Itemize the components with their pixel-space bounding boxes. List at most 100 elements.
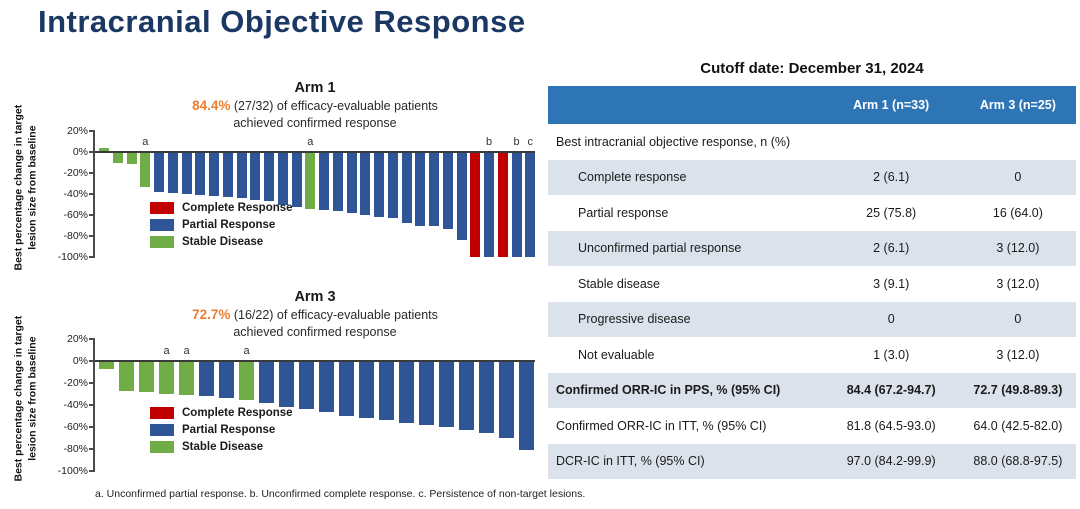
waterfall-bar-partial	[419, 361, 434, 425]
arm3-value: 3 (12.0)	[996, 241, 1040, 256]
row-label: Confirmed ORR-IC in ITT, % (95% CI)	[556, 418, 767, 433]
waterfall-bar-stable	[159, 361, 174, 394]
legend-swatch-partial	[150, 424, 174, 436]
waterfall-bar-complete	[497, 152, 508, 257]
legend-label: Stable Disease	[182, 236, 264, 248]
legend-swatch-stable	[150, 441, 174, 453]
y-tick-mark	[89, 172, 95, 174]
response-rate-highlight: 72.7%	[192, 307, 231, 322]
waterfall-bar-stable	[99, 147, 109, 152]
legend-label: Stable Disease	[182, 441, 264, 453]
chart-footnote: a. Unconfirmed partial response. b. Unco…	[95, 488, 586, 500]
waterfall-bar-stable	[239, 361, 254, 400]
waterfall-bar-partial	[439, 361, 454, 427]
y-tick-mark	[89, 214, 95, 216]
y-axis-label: Best percentage change in target lesion …	[12, 104, 38, 271]
bar-note-a: a	[163, 345, 170, 357]
table-row: DCR-IC in ITT, % (95% CI)97.0 (84.2-99.9…	[548, 443, 1076, 479]
chart-subtitle-line1: 84.4% (27/32) of efficacy-evaluable pati…	[192, 98, 438, 113]
row-label: Not evaluable	[578, 347, 655, 362]
y-tick-mark	[89, 256, 95, 258]
arm3-value: 3 (12.0)	[996, 347, 1040, 362]
waterfall-bar-partial	[250, 152, 261, 201]
legend-swatch-stable	[150, 236, 174, 248]
table-row: Confirmed ORR-IC in ITT, % (95% CI) 81.8 …	[548, 408, 1076, 444]
bar-note-b: b	[485, 136, 493, 148]
legend-item: Complete Response	[150, 407, 293, 419]
y-tick-label: 20%	[66, 333, 88, 345]
waterfall-bar-partial	[222, 152, 233, 198]
waterfall-bar-partial	[459, 361, 474, 431]
row-label: Partial response	[578, 205, 669, 220]
y-tick-label: -20%	[63, 377, 88, 389]
y-tick-label: -20%	[63, 167, 88, 179]
waterfall-bar-partial	[259, 361, 274, 403]
chart-title: Arm 3	[294, 289, 336, 305]
arm1-value: 2 (6.1)	[873, 241, 910, 256]
waterfall-bar-partial	[299, 361, 314, 410]
waterfall-bar-partial	[332, 152, 343, 211]
y-tick-label: 0%	[72, 355, 88, 367]
waterfall-bar-partial	[346, 152, 357, 213]
waterfall-bar-stable	[119, 361, 134, 391]
arm1-value: 25 (75.8)	[866, 205, 917, 220]
y-tick-mark	[89, 426, 95, 428]
row-label: Progressive disease	[578, 312, 691, 327]
y-tick-mark	[89, 382, 95, 384]
arm3-value: 3 (12.0)	[996, 276, 1040, 291]
waterfall-bar-partial	[525, 152, 536, 257]
bar-note-b: b	[513, 136, 520, 148]
y-tick-mark	[89, 338, 95, 340]
y-axis-label: Best percentage change in target lesion …	[12, 315, 38, 482]
legend-label: Partial Response	[182, 424, 276, 436]
arm3-value: 0	[1014, 312, 1022, 327]
waterfall-bar-partial	[339, 361, 354, 416]
legend-label: Complete Response	[182, 407, 293, 419]
arm1-value: 84.4 (67.2-94.7)	[846, 383, 936, 398]
arm1-value: 81.8 (64.5-93.0)	[846, 418, 936, 433]
y-tick-label: 20%	[66, 125, 88, 137]
zero-baseline	[95, 360, 535, 362]
waterfall-bar-partial	[429, 152, 439, 226]
waterfall-bar-partial	[456, 152, 467, 241]
table-header-row: Arm 1 (n=33)Arm 3 (n=25)	[548, 86, 1076, 124]
cutoff-date-title: Cutoff date: December 31, 2024	[700, 60, 924, 77]
waterfall-bar-partial	[154, 152, 164, 192]
waterfall-bar-partial	[484, 152, 494, 257]
waterfall-bar-partial	[219, 361, 234, 399]
arm3-value: 72.7 (49.8-89.3)	[973, 383, 1063, 398]
y-tick-mark	[89, 404, 95, 406]
y-tick-mark	[89, 193, 95, 195]
arm3-value: 88.0 (68.8-97.5)	[973, 454, 1063, 469]
arm1-value: 0	[887, 312, 895, 327]
row-label: Best intracranial objective response, n …	[556, 134, 791, 149]
waterfall-bar-complete	[470, 152, 481, 257]
waterfall-bar-partial	[499, 361, 514, 438]
waterfall-bar-partial	[479, 361, 494, 433]
waterfall-bar-partial	[360, 152, 371, 215]
y-tick-label: -100%	[57, 465, 88, 477]
legend-item: Stable Disease	[150, 236, 293, 248]
row-label: DCR-IC in ITT, % (95% CI)	[556, 454, 705, 469]
waterfall-bar-partial	[415, 152, 426, 226]
bar-note-a: a	[243, 345, 250, 357]
waterfall-bar-partial	[209, 152, 219, 197]
y-tick-label: -40%	[63, 188, 88, 200]
legend-item: Partial Response	[150, 219, 293, 231]
waterfall-bar-partial	[291, 152, 302, 207]
row-label: Complete response	[578, 170, 687, 185]
waterfall-bar-stable	[139, 361, 154, 392]
waterfall-bar-partial	[319, 152, 329, 210]
arm1-value: 2 (6.1)	[873, 170, 910, 185]
chart-subtitle-line2: achieved confirmed response	[233, 116, 397, 130]
waterfall-bar-partial	[236, 152, 247, 199]
waterfall-bar-stable	[305, 152, 316, 209]
arm1-value: 3 (9.1)	[873, 276, 910, 291]
table-row: Confirmed ORR-IC in PPS, % (95% CI)84.4 …	[548, 372, 1076, 408]
y-axis-line	[93, 131, 95, 257]
